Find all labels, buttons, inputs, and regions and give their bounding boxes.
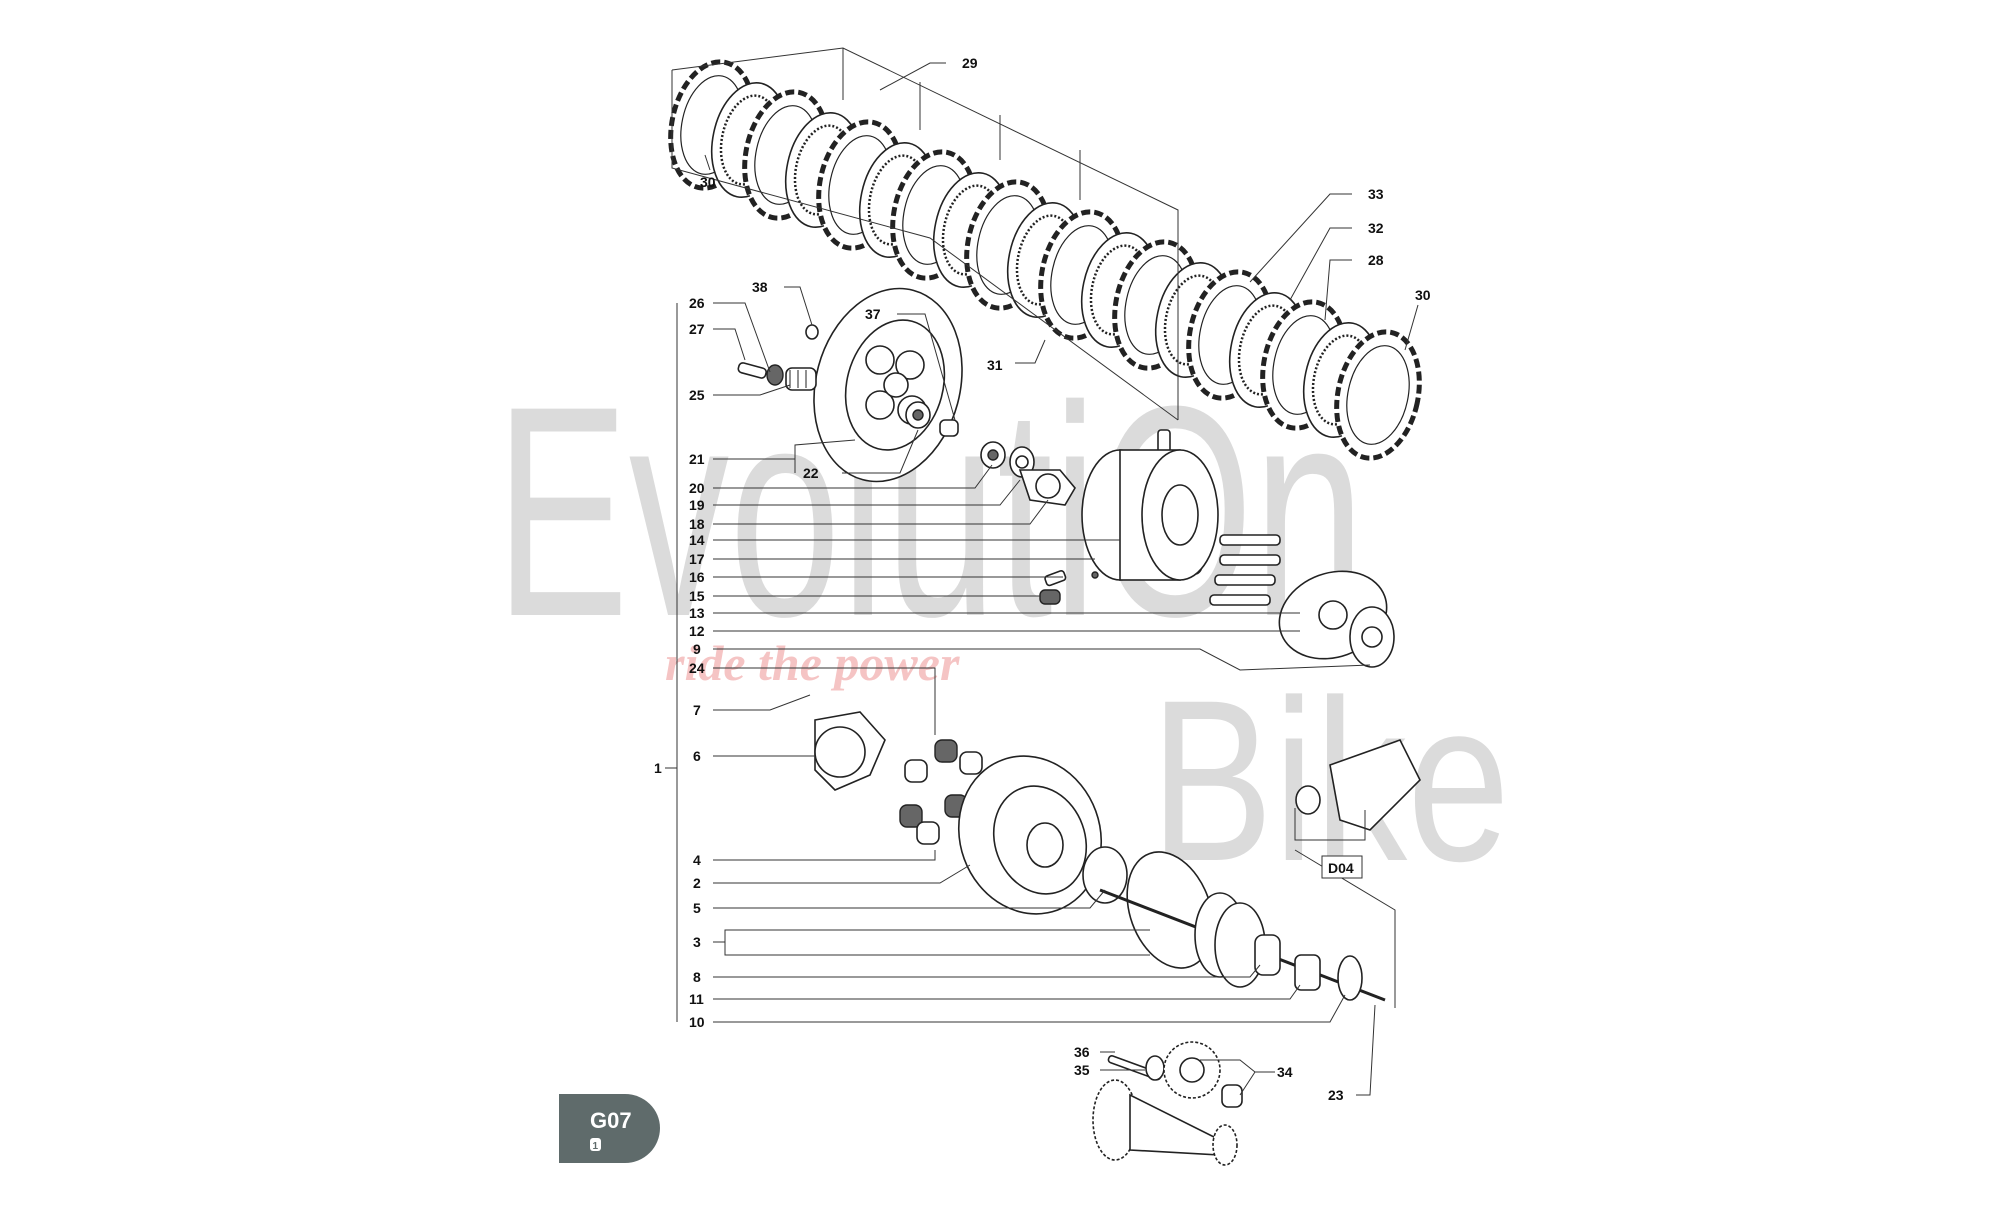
label-36: 36 <box>1074 1044 1090 1060</box>
label-27: 27 <box>689 321 705 337</box>
section-badge: G07 1 <box>559 1094 660 1163</box>
label-11: 11 <box>689 991 704 1007</box>
label-20: 20 <box>689 480 705 496</box>
label-17: 17 <box>689 551 705 567</box>
label-4: 4 <box>693 852 701 868</box>
label-18: 18 <box>689 516 705 532</box>
lower-gears <box>1092 1041 1243 1166</box>
label-5: 5 <box>693 900 701 916</box>
label-22: 22 <box>803 465 819 481</box>
label-1: 1 <box>654 760 662 776</box>
label-3: 3 <box>693 934 701 950</box>
label-6: 6 <box>693 748 701 764</box>
label-25: 25 <box>689 387 705 403</box>
label-30: 30 <box>700 174 716 190</box>
badge-sub: 1 <box>593 1141 599 1152</box>
label-10: 10 <box>689 1014 705 1030</box>
disc-inner-edge <box>1346 345 1410 445</box>
label-33: 33 <box>1368 186 1384 202</box>
label-30b: 30 <box>1415 287 1431 303</box>
label-31: 31 <box>987 357 1003 373</box>
d04-box <box>1321 855 1363 879</box>
label-2: 2 <box>693 875 701 891</box>
label-23: 23 <box>1328 1087 1344 1103</box>
label-34: 34 <box>1277 1064 1293 1080</box>
label-28: 28 <box>1368 252 1384 268</box>
label-35: 35 <box>1074 1062 1090 1078</box>
label-32: 32 <box>1368 220 1384 236</box>
friction-disc <box>1334 329 1422 461</box>
label-12: 12 <box>689 623 705 639</box>
badge-code: G07 <box>590 1108 632 1133</box>
label-19: 19 <box>689 497 705 513</box>
label-14: 14 <box>689 532 705 548</box>
label-15: 15 <box>689 588 705 604</box>
label-8: 8 <box>693 969 701 985</box>
leader-lines <box>665 62 1419 1096</box>
label-13: 13 <box>689 605 705 621</box>
part-labels: 29 30 33 32 28 30 31 38 37 26 27 25 21 2… <box>654 55 1431 1103</box>
label-9: 9 <box>693 641 701 657</box>
clutch-disc-pack <box>668 59 1422 461</box>
label-24: 24 <box>689 660 705 676</box>
label-26: 26 <box>689 295 705 311</box>
label-D04: D04 <box>1328 860 1354 876</box>
inner-hub <box>1081 449 1219 581</box>
label-29: 29 <box>962 55 978 71</box>
label-37: 37 <box>865 306 881 322</box>
label-21: 21 <box>689 451 705 467</box>
disc-pack-brackets <box>671 47 1179 421</box>
label-16: 16 <box>689 569 705 585</box>
watermark-tagline: ride the power <box>665 635 960 691</box>
label-38: 38 <box>752 279 768 295</box>
label-7: 7 <box>693 702 701 718</box>
clutch-basket <box>814 711 1421 1002</box>
backplate <box>1209 534 1395 668</box>
